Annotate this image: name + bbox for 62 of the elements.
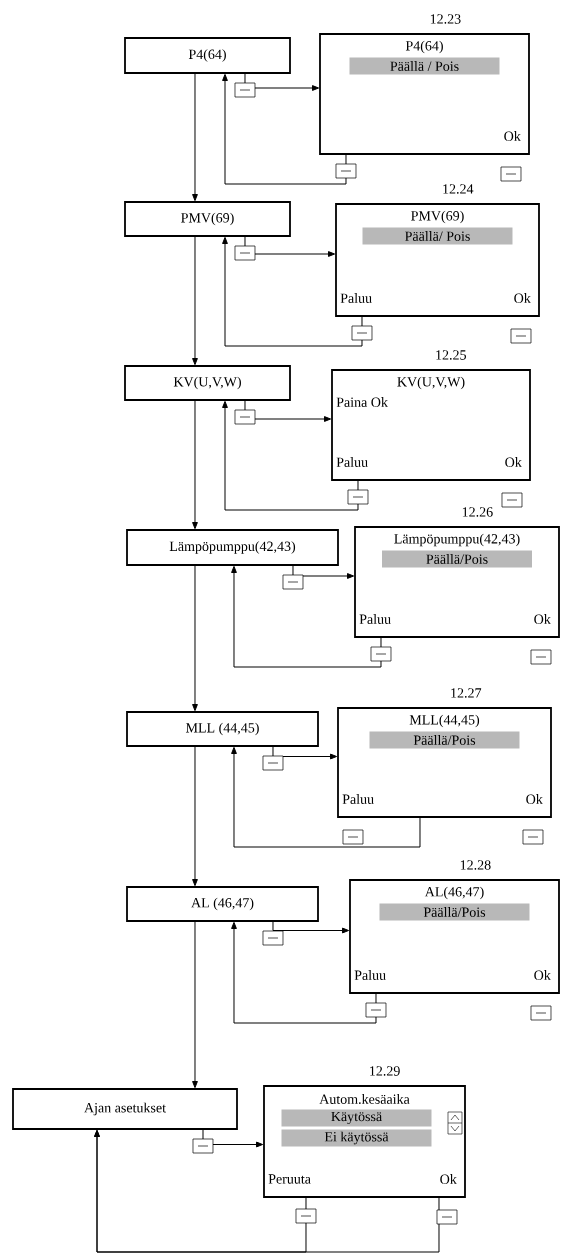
- soft-key-label: Paluu: [354, 970, 386, 980]
- menu-label: MLL (44,45): [185, 722, 259, 736]
- soft-key-label: Ok: [514, 293, 531, 303]
- soft-key-label: Ok: [526, 794, 543, 804]
- soft-key-label: Paluu: [342, 794, 374, 804]
- screen-number: 12.29: [370, 1066, 400, 1076]
- soft-key-label: Ok: [440, 1174, 457, 1184]
- arrow: [192, 745, 198, 887]
- screen-title: KV(U,V,W): [397, 376, 465, 390]
- arrow: [272, 920, 350, 934]
- arrow: [272, 745, 338, 760]
- arrow: [222, 73, 347, 185]
- soft-key-label: Ok: [504, 131, 521, 141]
- menu-label: KV(U,V,W): [173, 376, 241, 390]
- menu-label: PMV(69): [181, 212, 234, 226]
- soft-key-label: Ok: [534, 970, 551, 980]
- menu-label: Lämpöpumppu(42,43): [169, 541, 296, 554]
- arrow: [222, 400, 359, 511]
- arrow: [244, 399, 332, 422]
- soft-key-label: Ok: [505, 457, 522, 467]
- arrow: [202, 1128, 264, 1148]
- soft-key-label: Paluu: [359, 614, 391, 624]
- soft-key-label: Paluu: [336, 457, 368, 467]
- screen-title: PMV(69): [411, 210, 464, 224]
- screen-text: Paina Ok: [336, 397, 388, 407]
- screen-title: AL(46,47): [424, 886, 484, 900]
- arrow: [231, 746, 421, 848]
- arrow: [244, 72, 320, 91]
- arrow: [231, 921, 377, 1024]
- screen-number: 12.25: [436, 350, 466, 360]
- highlighted-option: Päällä/Pois: [382, 550, 532, 568]
- menu-label: AL (46,47): [191, 897, 254, 911]
- screen-title: Lämpöpumppu(42,43): [394, 533, 520, 547]
- screen-number: 12.27: [451, 688, 482, 698]
- highlighted-option: Ei käytössä: [281, 1129, 432, 1147]
- screen-number: 12.23: [430, 14, 461, 24]
- arrow: [94, 1129, 440, 1253]
- soft-key-label: Ok: [534, 614, 551, 624]
- soft-key-label: Peruuta: [268, 1174, 311, 1184]
- arrow: [192, 72, 198, 202]
- arrow: [192, 564, 198, 712]
- screen-title: Autom.kesäaika: [319, 1094, 410, 1104]
- soft-key-label: Paluu: [340, 293, 372, 303]
- screen-number: 12.26: [462, 507, 493, 517]
- screen-number: 12.28: [460, 860, 491, 870]
- menu-label: P4(64): [188, 49, 226, 62]
- highlighted-option: Päällä/Pois: [379, 903, 530, 921]
- arrow: [192, 920, 198, 1089]
- arrow: [192, 399, 198, 530]
- arrow: [231, 565, 382, 668]
- highlighted-option: Käytössä: [281, 1109, 432, 1127]
- screen-number: 12.24: [443, 184, 474, 194]
- highlighted-option: Päällä/Pois: [369, 731, 520, 749]
- highlighted-option: Päällä/ Pois: [362, 227, 513, 245]
- highlighted-option: Päällä / Pois: [349, 57, 500, 75]
- arrow: [244, 235, 336, 257]
- arrow: [192, 235, 198, 366]
- menu-label: Ajan asetukset: [84, 1102, 166, 1116]
- arrow: [222, 236, 363, 347]
- screen-title: MLL(44,45): [409, 714, 480, 728]
- screen-title: P4(64): [405, 40, 443, 54]
- arrow: [292, 564, 355, 579]
